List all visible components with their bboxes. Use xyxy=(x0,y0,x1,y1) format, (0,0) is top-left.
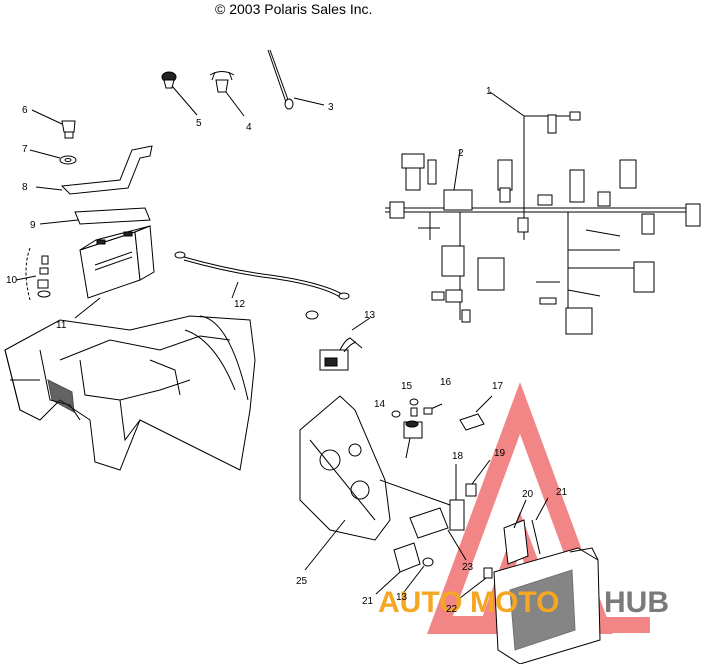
callout-labels: 1 2 3 4 5 6 7 8 9 10 11 12 13 14 15 16 1… xyxy=(6,86,568,615)
frame-assembly xyxy=(4,315,256,471)
part-ecu-20 xyxy=(503,499,529,565)
callout-10: 10 xyxy=(6,275,18,286)
part-battery-11 xyxy=(74,225,155,319)
part-module xyxy=(409,507,449,539)
watermark-auto: AUTO xyxy=(378,586,462,619)
callout-1: 1 xyxy=(486,86,492,97)
callout-2: 2 xyxy=(458,148,464,159)
callout-9: 9 xyxy=(30,220,36,231)
part-relay-13 xyxy=(305,310,371,371)
callout-21-right: 21 xyxy=(556,487,568,498)
wiring-harness-1 xyxy=(385,91,701,335)
part-clip-23 xyxy=(447,529,467,561)
part-bracket-8 xyxy=(35,145,153,195)
part-bolt-16 xyxy=(423,403,443,415)
part-module-21-left xyxy=(375,542,421,595)
callout-17: 17 xyxy=(492,381,504,392)
part-antenna-3 xyxy=(267,49,325,110)
callout-20: 20 xyxy=(522,489,534,500)
watermark-hub: HUB xyxy=(604,586,669,619)
part-bracket-21-right xyxy=(531,497,549,555)
part-washer-7 xyxy=(29,149,77,165)
watermark-text: AUTO MOTO HUB xyxy=(378,586,669,619)
part-switch-14 xyxy=(391,410,423,459)
callout-14: 14 xyxy=(374,399,386,410)
callout-7: 7 xyxy=(22,144,28,155)
part-bolt-6 xyxy=(31,109,76,139)
part-nut-15 xyxy=(409,398,419,417)
panel-25 xyxy=(299,395,451,571)
watermark-moto: MOTO xyxy=(470,586,559,619)
part-bracket-18 xyxy=(449,464,465,531)
callout-22: 22 xyxy=(446,604,458,615)
part-cable-12 xyxy=(174,251,350,300)
callout-3: 3 xyxy=(328,102,334,113)
callout-13-lower: 13 xyxy=(396,592,408,603)
part-screw-22 xyxy=(459,567,493,599)
callout-6: 6 xyxy=(22,105,28,116)
part-label-17 xyxy=(459,395,493,431)
callout-13: 13 xyxy=(364,310,376,321)
callout-25: 25 xyxy=(296,576,308,587)
callout-11: 11 xyxy=(56,320,67,331)
callout-18: 18 xyxy=(452,451,464,462)
part-plug-5 xyxy=(161,71,198,116)
callout-23: 23 xyxy=(462,562,474,573)
callout-21-left: 21 xyxy=(362,596,374,607)
callout-4: 4 xyxy=(246,122,252,133)
part-pad-9 xyxy=(39,207,151,225)
part-clip-4 xyxy=(209,71,245,117)
callout-16: 16 xyxy=(440,377,452,388)
copyright-text: © 2003 Polaris Sales Inc. xyxy=(215,1,372,17)
part-connector-13b xyxy=(403,557,434,593)
callout-8: 8 xyxy=(22,182,28,193)
callout-5: 5 xyxy=(196,118,202,129)
part-fuse-19 xyxy=(465,459,491,497)
part-tray xyxy=(493,547,601,664)
callout-19: 19 xyxy=(494,448,506,459)
callout-15: 15 xyxy=(401,381,413,392)
part-terminals-10 xyxy=(15,247,51,301)
callout-12: 12 xyxy=(234,299,246,310)
